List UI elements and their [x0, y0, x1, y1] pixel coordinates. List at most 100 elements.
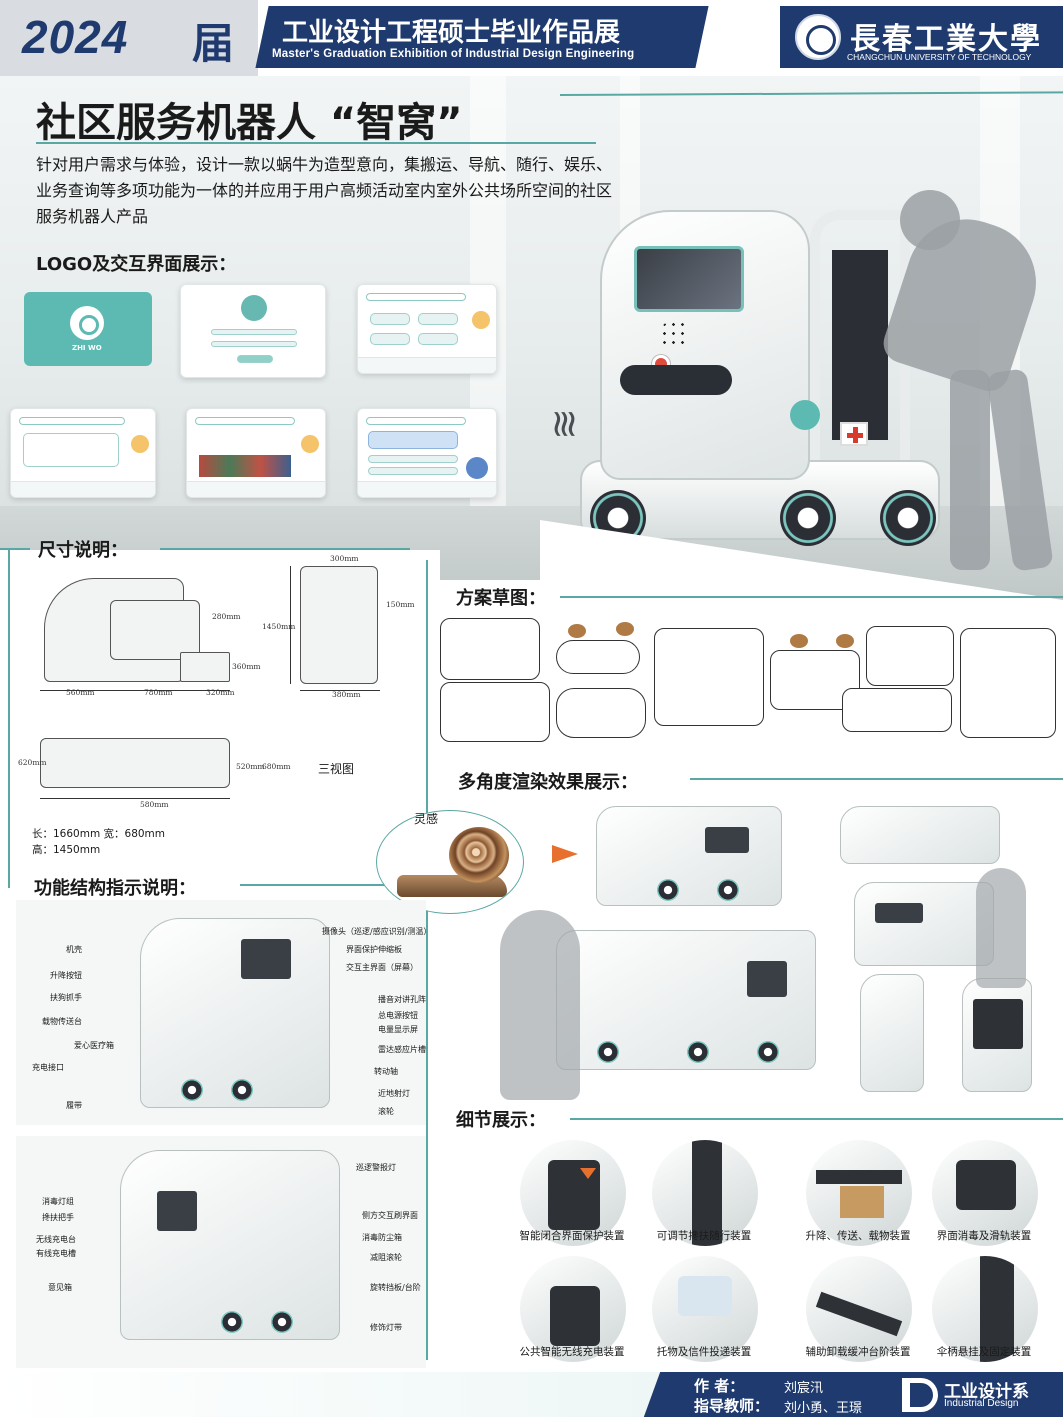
tab-bar [187, 481, 325, 497]
ui-screen-home [357, 284, 497, 374]
tab-bar [358, 357, 496, 373]
username-field [211, 329, 297, 335]
detail-image-umbrella [932, 1256, 1038, 1362]
logo-section-title: LOGO及交互界面展示： [36, 254, 237, 275]
login-button [237, 355, 273, 363]
render-perspective-view [556, 930, 816, 1070]
year-suffix: 届 [192, 19, 235, 68]
section-divider [690, 778, 1063, 780]
title-underline [36, 142, 596, 144]
callout-label: 履带 [66, 1101, 82, 1110]
sketch-drawing [866, 626, 954, 686]
avatar-icon [472, 311, 490, 329]
user-silhouette [878, 180, 1054, 580]
wheel-icon [597, 1041, 619, 1063]
search-bar [366, 417, 466, 425]
section-divider [240, 884, 426, 886]
department-name-cn: 工业设计系 [944, 1382, 1029, 1402]
detail-caption: 伞柄悬挂及固定装置 [936, 1346, 1032, 1358]
detail-caption: 辅助卸载缓冲台阶装置 [805, 1346, 911, 1358]
detail-image-lift [806, 1140, 912, 1246]
detail-image-delivery [652, 1256, 758, 1362]
dim-label: 280mm [212, 612, 241, 621]
wheel-icon [880, 490, 936, 546]
sketch-drawing [960, 628, 1056, 738]
exhibition-year: 2024 [22, 11, 129, 63]
section-divider [0, 548, 30, 550]
sketch-drawing [842, 688, 952, 732]
menu-pill [418, 313, 458, 325]
avatar-icon [301, 435, 319, 453]
poster-header: 2024 届 工业设计工程硕士毕业作品展 Master's Graduation… [0, 0, 1063, 76]
snail-sketch-icon [836, 634, 854, 648]
robot-screen [634, 246, 744, 312]
render-rear-view [854, 882, 994, 966]
front-view-drawing [300, 566, 378, 684]
ui-screen-news [10, 408, 156, 498]
sketch-drawing [440, 618, 540, 680]
callout-label: 交互主界面（屏幕） [346, 963, 418, 972]
detail-dark-part [956, 1160, 1016, 1210]
footer-left-band [0, 1372, 660, 1417]
detail-image-handle [652, 1140, 758, 1246]
news-card [23, 433, 119, 467]
search-bar [195, 417, 295, 425]
sketch-drawing [654, 628, 764, 726]
callout-label: 扶狗抓手 [50, 993, 82, 1002]
section-divider [570, 1118, 1063, 1120]
callout-label: 近地射灯 [378, 1089, 410, 1098]
wheel-icon [221, 1311, 243, 1333]
silhouette-leg [986, 368, 1054, 572]
footer-bar [670, 1372, 1063, 1417]
callout-label: 消毒灯组 [42, 1197, 74, 1206]
dimension-line [40, 690, 230, 691]
search-bar [366, 293, 466, 301]
callout-label: 总电源按钮 [378, 1011, 418, 1020]
detail-dark-part [816, 1170, 902, 1184]
logo-text: ZHI WO [72, 344, 102, 352]
callout-label: 升降按钮 [50, 971, 82, 980]
university-seal-icon [795, 14, 841, 60]
detail-caption: 公共智能无线充电装置 [519, 1346, 625, 1358]
detail-caption: 界面消毒及滑轨装置 [936, 1230, 1032, 1242]
callout-label: 滚轮 [378, 1107, 394, 1116]
author-name: 刘宸汛 [784, 1381, 824, 1396]
callout-label: 雷达感应片槽 [378, 1045, 426, 1054]
dim-label: 320mm [206, 688, 235, 697]
robot-cargo-bay [832, 250, 888, 440]
zhiwo-logo-card: ZHI WO [24, 292, 152, 366]
callout-label: 机壳 [66, 945, 82, 954]
wheel-icon [657, 879, 679, 901]
product-title: 社区服务机器人 “智窝” [36, 100, 463, 146]
detail-image-protect-cover [520, 1140, 626, 1246]
section-divider [8, 548, 10, 888]
snail-logo-icon [70, 306, 104, 340]
advisor-label: 指导教师： [694, 1397, 770, 1415]
structure-robot-rear [120, 1150, 340, 1340]
ui-screen-service [357, 408, 497, 498]
wheel-icon [271, 1311, 293, 1333]
wheel-icon [717, 879, 739, 901]
dim-label: 780mm [144, 688, 173, 697]
photo-strip [199, 455, 291, 477]
callout-label: 巡逻警报灯 [356, 1163, 396, 1172]
render-front-view [860, 974, 924, 1092]
snail-shell-icon [449, 827, 509, 883]
detail-image-disinfect [932, 1140, 1038, 1246]
cup-icon [678, 1276, 732, 1316]
detail-image-wireless-charge [520, 1256, 626, 1362]
detail-dark-part [815, 1291, 903, 1337]
user-silhouette [976, 868, 1026, 988]
spec-height: 高：1450mm [32, 844, 101, 856]
tab-bar [11, 481, 155, 497]
search-bar [19, 417, 125, 425]
university-name-en: CHANGCHUN UNIVERSITY OF TECHNOLOGY [847, 52, 1032, 62]
app-logo-icon [241, 295, 267, 321]
dim-label: 580mm [140, 800, 169, 809]
service-item [368, 455, 458, 463]
wheel-icon [181, 1079, 203, 1101]
callout-label: 修饰灯带 [370, 1323, 402, 1332]
render-top-view [840, 806, 1000, 864]
arrow-right-icon [552, 845, 578, 863]
dimension-line [300, 690, 380, 691]
